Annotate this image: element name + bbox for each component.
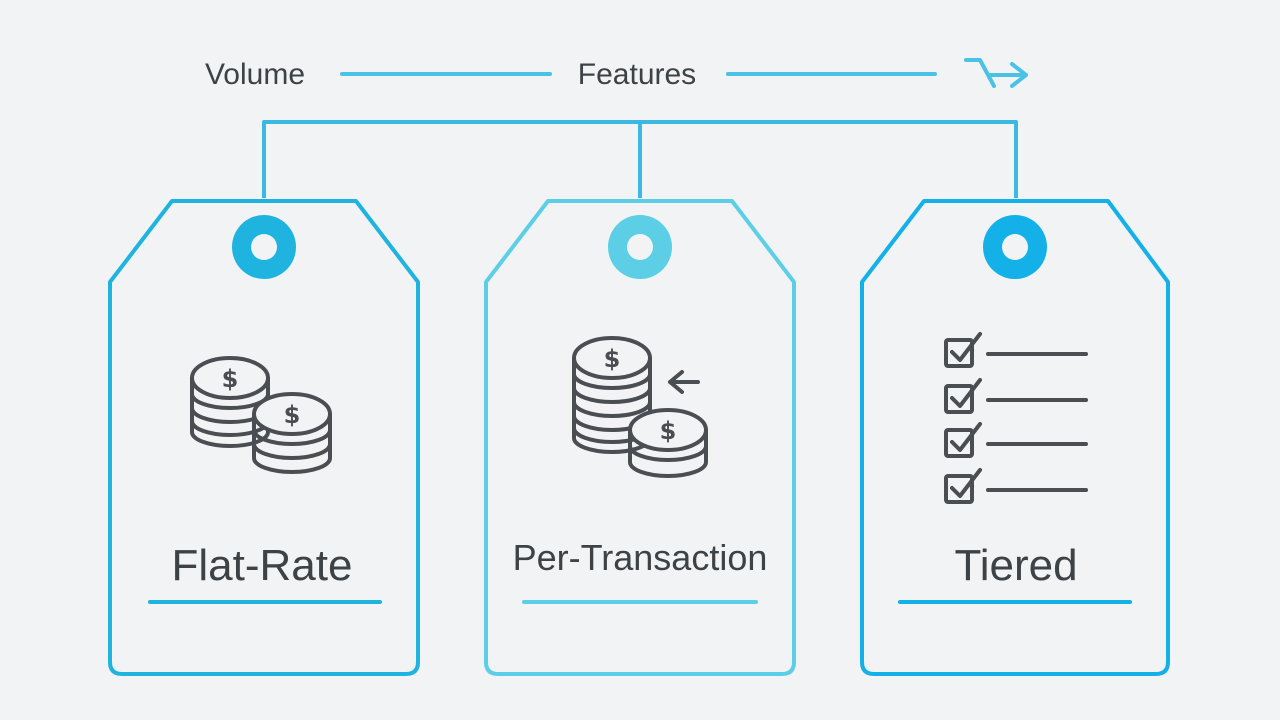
svg-text:$: $ [284, 401, 301, 429]
coin-transfer-icon: $ $ [572, 336, 708, 478]
tag-card-tiered: Tiered [860, 199, 1170, 676]
arrow-right-icon [964, 58, 1028, 88]
coin-stack-icon: $ $ [190, 356, 332, 474]
svg-text:$: $ [660, 417, 677, 445]
header-label-volume: Volume [205, 58, 305, 91]
tag-connector [262, 120, 1018, 198]
tag-title: Per-Transaction [513, 537, 768, 578]
tag-title: Flat-Rate [172, 541, 353, 590]
header-label-features: Features [578, 58, 696, 91]
svg-text:$: $ [604, 345, 621, 373]
checklist-icon [944, 332, 1088, 504]
tag-card-flat-rate: $ $ Flat-Rate [108, 199, 420, 676]
tag-outline [860, 199, 1170, 676]
tag-card-per-transaction: $ $ Per-Transaction [484, 199, 796, 676]
svg-text:$: $ [222, 365, 239, 393]
tag-title: Tiered [954, 541, 1077, 590]
